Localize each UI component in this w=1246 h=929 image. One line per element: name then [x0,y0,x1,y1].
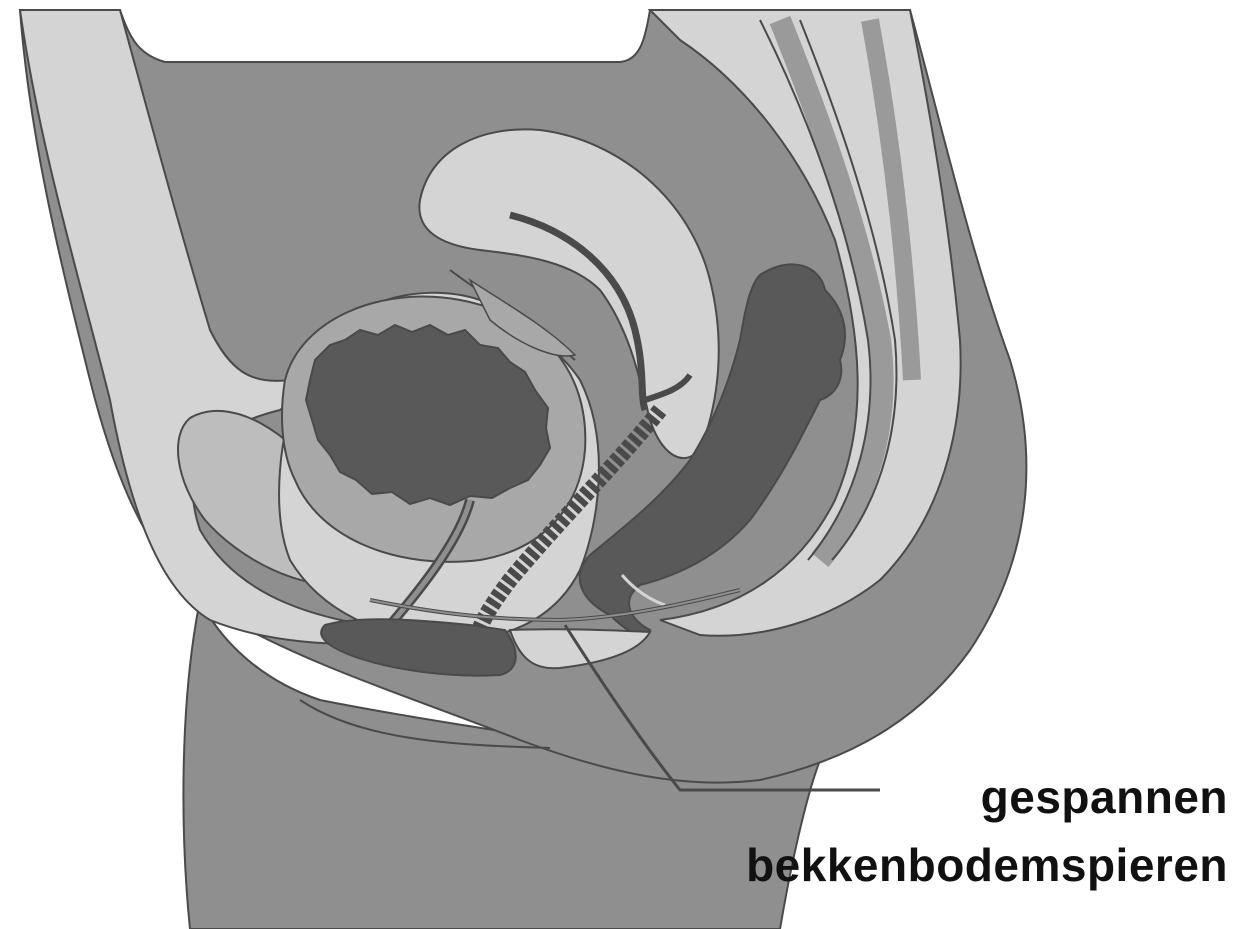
label-line-2: bekkenbodemspieren [746,842,1228,888]
label-line-1: gespannen [981,774,1228,820]
